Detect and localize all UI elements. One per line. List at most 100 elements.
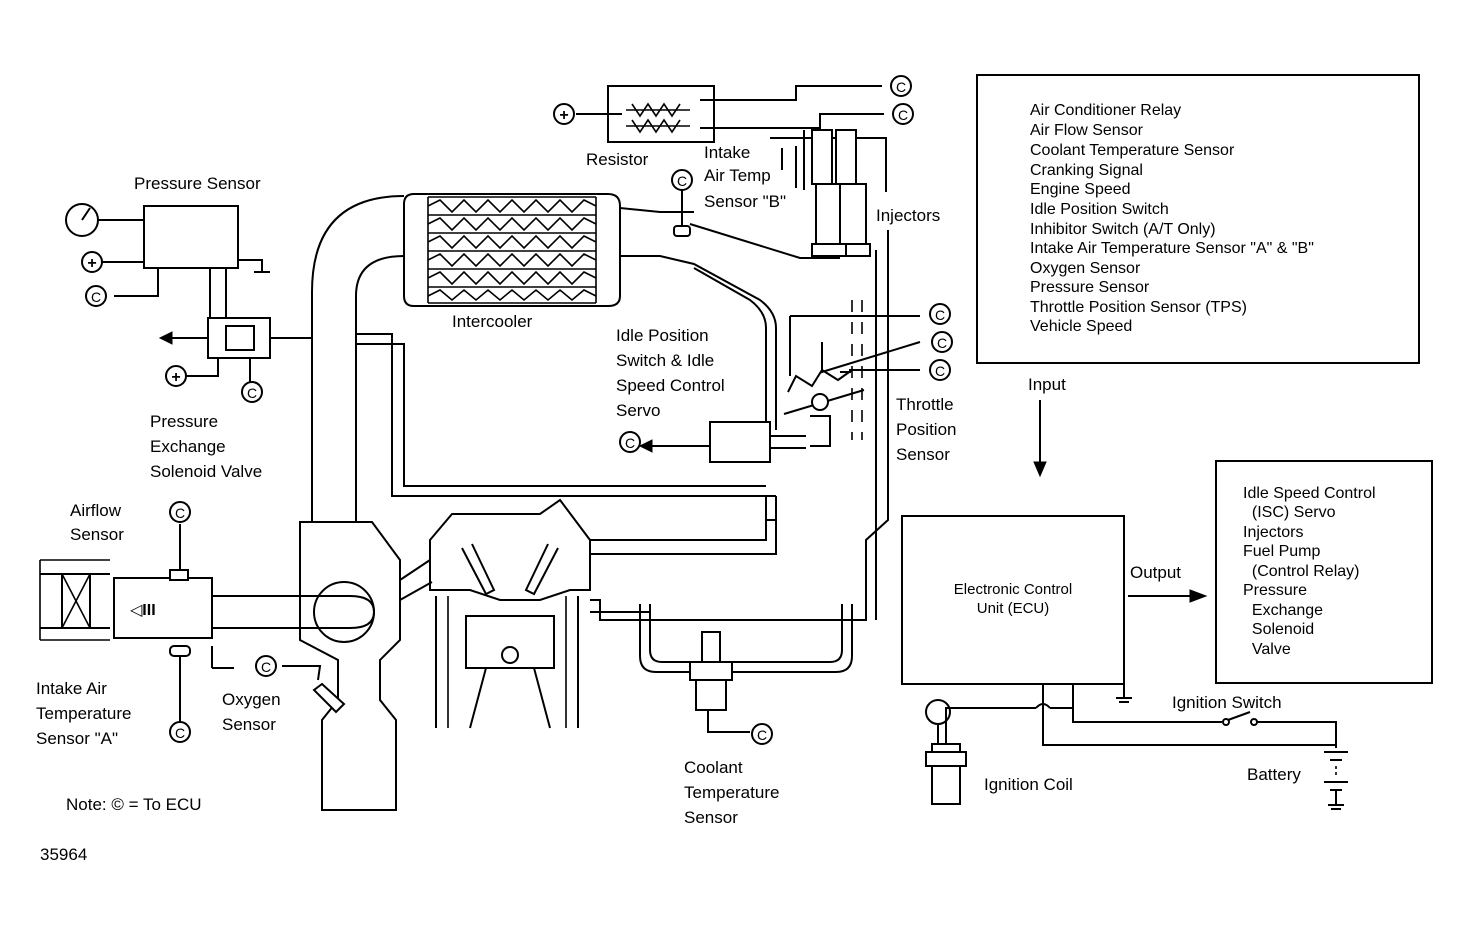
coolant-sensor-label-line3: Sensor — [684, 808, 738, 827]
airflow-sensor: ◁III — [39, 524, 376, 724]
svg-text:C: C — [261, 659, 271, 675]
oxygen-sensor-label-line2: Sensor — [222, 715, 276, 734]
input-arrowhead — [1033, 461, 1047, 478]
ecu-connector-icon: C — [929, 303, 951, 325]
iat-a-label-line3: Sensor "A" — [36, 729, 118, 748]
ecu-connector-icon: C — [255, 655, 277, 677]
input-item: Oxygen Sensor — [1030, 260, 1141, 277]
input-item: Air Flow Sensor — [1030, 122, 1144, 139]
ecu-connector-icon: C — [890, 75, 912, 97]
oxygen-sensor-label-line1: Oxygen — [222, 690, 281, 709]
engine-plumbing — [299, 193, 889, 811]
svg-text:◁III: ◁III — [129, 602, 156, 619]
ecu-connector-icon: C — [85, 285, 107, 307]
pressure-exchange-label-line3: Solenoid Valve — [150, 462, 262, 481]
input-item: Air Conditioner Relay — [1030, 102, 1181, 119]
svg-text:C: C — [677, 173, 687, 189]
inputs-box: Air Conditioner Relay Air Flow Sensor Co… — [976, 74, 1420, 364]
throttle-position-label-line1: Throttle — [896, 395, 954, 414]
exhaust-valve — [524, 543, 559, 596]
coolant-sensor-label-line1: Coolant — [684, 758, 743, 777]
output-item: (Control Relay) — [1243, 563, 1359, 580]
oxygen-sensor — [282, 665, 346, 714]
coolant-sensor-label-line2: Temperature — [684, 783, 779, 802]
ecu-connector-icon: C — [931, 331, 953, 353]
input-item: Pressure Sensor — [1030, 279, 1150, 296]
output-item: Pressure — [1243, 582, 1307, 599]
svg-text:C: C — [247, 385, 257, 401]
iat-b-label-line3: Sensor "B" — [704, 192, 786, 211]
throttle-position-label-line3: Sensor — [896, 445, 950, 464]
airflow-sensor-label-line1: Airflow — [70, 501, 122, 520]
ecu-connector-icon: C — [892, 103, 914, 125]
iat-b-label-line2: Air Temp — [704, 166, 771, 185]
ecu-box: Electronic Control Unit (ECU) — [901, 515, 1125, 685]
output-label: Output — [1130, 563, 1181, 582]
isc-servo — [638, 421, 806, 463]
iat-a-label-line1: Intake Air — [36, 679, 107, 698]
output-item: Fuel Pump — [1243, 543, 1320, 560]
svg-text:+: + — [171, 369, 180, 386]
input-item: Cranking Signal — [1030, 162, 1143, 179]
ecu-label-line1: Electronic Control — [954, 581, 1072, 598]
pressure-exchange-label-line2: Exchange — [150, 437, 226, 456]
ecu-connector-icon: C — [619, 431, 641, 453]
svg-text:C: C — [896, 79, 906, 95]
iat-a-label-line2: Temperature — [36, 704, 131, 723]
ecu-connector-icon: C — [671, 169, 693, 191]
plus-supply-icons: + + + — [81, 103, 575, 387]
airflow-sensor-label-line2: Sensor — [70, 525, 124, 544]
pressure-exchange-solenoid — [158, 317, 312, 382]
coolant-temp-sensor — [689, 631, 750, 733]
ecu-connector-icon: C — [751, 723, 773, 745]
idle-position-label-line1: Idle Position — [616, 326, 709, 345]
intercooler — [403, 193, 621, 307]
svg-text:+: + — [559, 107, 568, 124]
svg-text:C: C — [91, 289, 101, 305]
input-item: Intake Air Temperature Sensor "A" & "B" — [1030, 240, 1314, 257]
ignition-switch-label: Ignition Switch — [1172, 693, 1282, 712]
ecu-connector-icon: C — [241, 381, 263, 403]
ignition-circuit: Ignition Switch Ignition Coil Battery — [925, 684, 1348, 810]
injectors-label: Injectors — [876, 206, 940, 225]
intercooler-label: Intercooler — [452, 312, 533, 331]
battery-icon — [1324, 751, 1348, 810]
ecu-connector-icon: C — [169, 721, 191, 743]
ecu-connector-icon: C — [169, 501, 191, 523]
note-text: Note: © = To ECU — [66, 795, 202, 814]
turbocharger — [299, 521, 401, 811]
output-item: Valve — [1243, 641, 1291, 658]
svg-text:C: C — [175, 505, 185, 521]
plus-icon: + — [81, 251, 103, 273]
pressure-exchange-label-line1: Pressure — [150, 412, 218, 431]
resistor — [576, 85, 884, 143]
output-item: Injectors — [1243, 524, 1303, 541]
svg-text:+: + — [87, 255, 96, 272]
input-item: Idle Position Switch — [1030, 201, 1169, 218]
svg-text:C: C — [937, 335, 947, 351]
svg-text:C: C — [935, 363, 945, 379]
intake-valve — [461, 543, 496, 596]
input-label: Input — [1028, 375, 1066, 394]
svg-text:C: C — [757, 727, 767, 743]
output-item: Exchange — [1243, 602, 1323, 619]
resistor-label: Resistor — [586, 150, 649, 169]
injectors — [689, 129, 887, 259]
battery-label: Battery — [1247, 765, 1301, 784]
input-item: Engine Speed — [1030, 181, 1131, 198]
idle-position-label-line3: Speed Control — [616, 376, 725, 395]
iat-b-label-line1: Intake — [704, 143, 750, 162]
svg-text:C: C — [175, 725, 185, 741]
plus-icon: + — [165, 365, 187, 387]
idle-position-label-line4: Servo — [616, 401, 660, 420]
pressure-sensor-label: Pressure Sensor — [134, 174, 261, 193]
outputs-box: Idle Speed Control (ISC) Servo Injectors… — [1215, 460, 1433, 684]
figure-number: 35964 — [40, 845, 87, 864]
pressure-sensor — [65, 203, 270, 320]
output-arrowhead — [1189, 589, 1208, 603]
ignition-coil-label: Ignition Coil — [984, 775, 1073, 794]
input-item: Vehicle Speed — [1030, 318, 1132, 335]
svg-text:C: C — [935, 307, 945, 323]
output-item: Idle Speed Control — [1243, 485, 1376, 502]
